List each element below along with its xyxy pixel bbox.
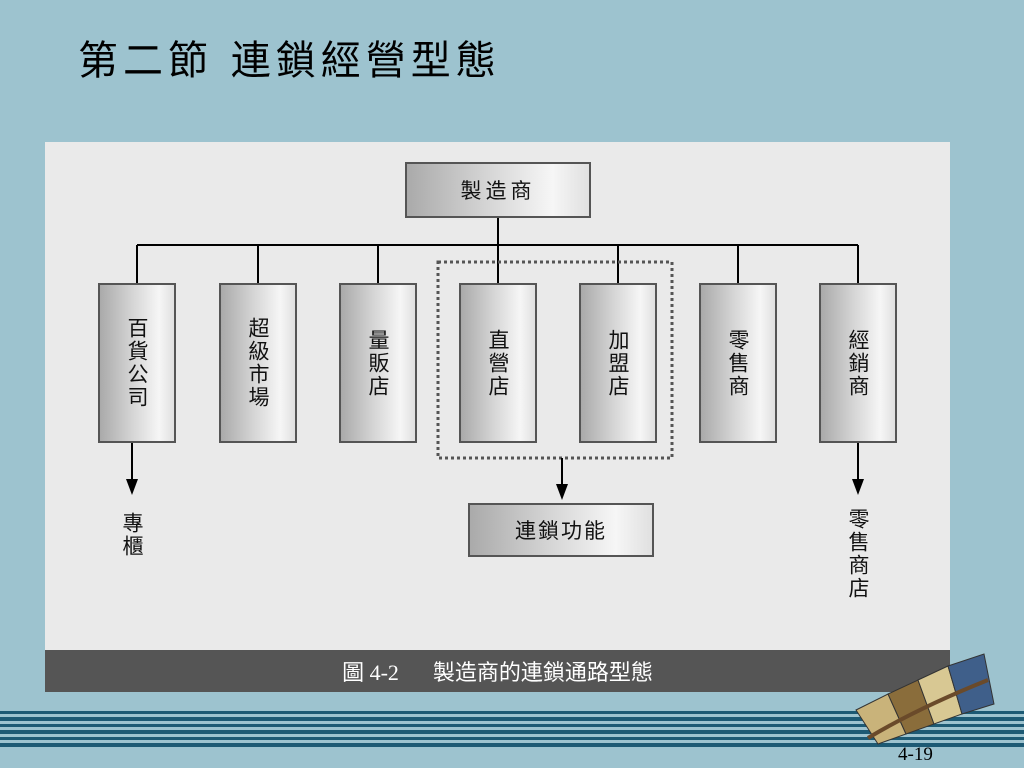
figure-caption: 圖 4-2 製造商的連鎖通路型態 [45, 650, 950, 692]
channel-box-direct-store: 直營店 [459, 283, 537, 443]
channel-box-franchise-store: 加盟店 [579, 283, 657, 443]
publisher-logo-icon [855, 653, 995, 745]
manufacturer-box: 製造商 [405, 162, 591, 218]
chain-group-dashed-border [436, 260, 674, 460]
caption-text: 製造商的連鎖通路型態 [432, 661, 653, 686]
caption-figure-number: 圖 4-2 [342, 660, 399, 685]
channel-box-supermarket: 超級市場 [219, 283, 297, 443]
output-label-counter: 專櫃 [120, 512, 144, 558]
figure-panel: 製造商 百貨公司 超級市場 量販店 直營店 加盟店 零售商 經銷商 連鎖功能 專… [45, 142, 950, 692]
arrow-head-down [556, 484, 568, 500]
channel-box-retailer: 零售商 [699, 283, 777, 443]
output-label-retail-store: 零售商店 [846, 508, 870, 600]
channel-box-mass-retailer: 量販店 [339, 283, 417, 443]
arrow-head-down [126, 479, 138, 495]
channel-box-department-store: 百貨公司 [98, 283, 176, 443]
page-number: 4-19 [898, 744, 933, 765]
slide-title: 第二節 連鎖經營型態 [78, 38, 501, 84]
connector-lines [126, 218, 864, 500]
chain-function-box: 連鎖功能 [468, 503, 654, 557]
arrow-head-down [852, 479, 864, 495]
channel-box-distributor: 經銷商 [819, 283, 897, 443]
footer-lines [0, 711, 1024, 747]
